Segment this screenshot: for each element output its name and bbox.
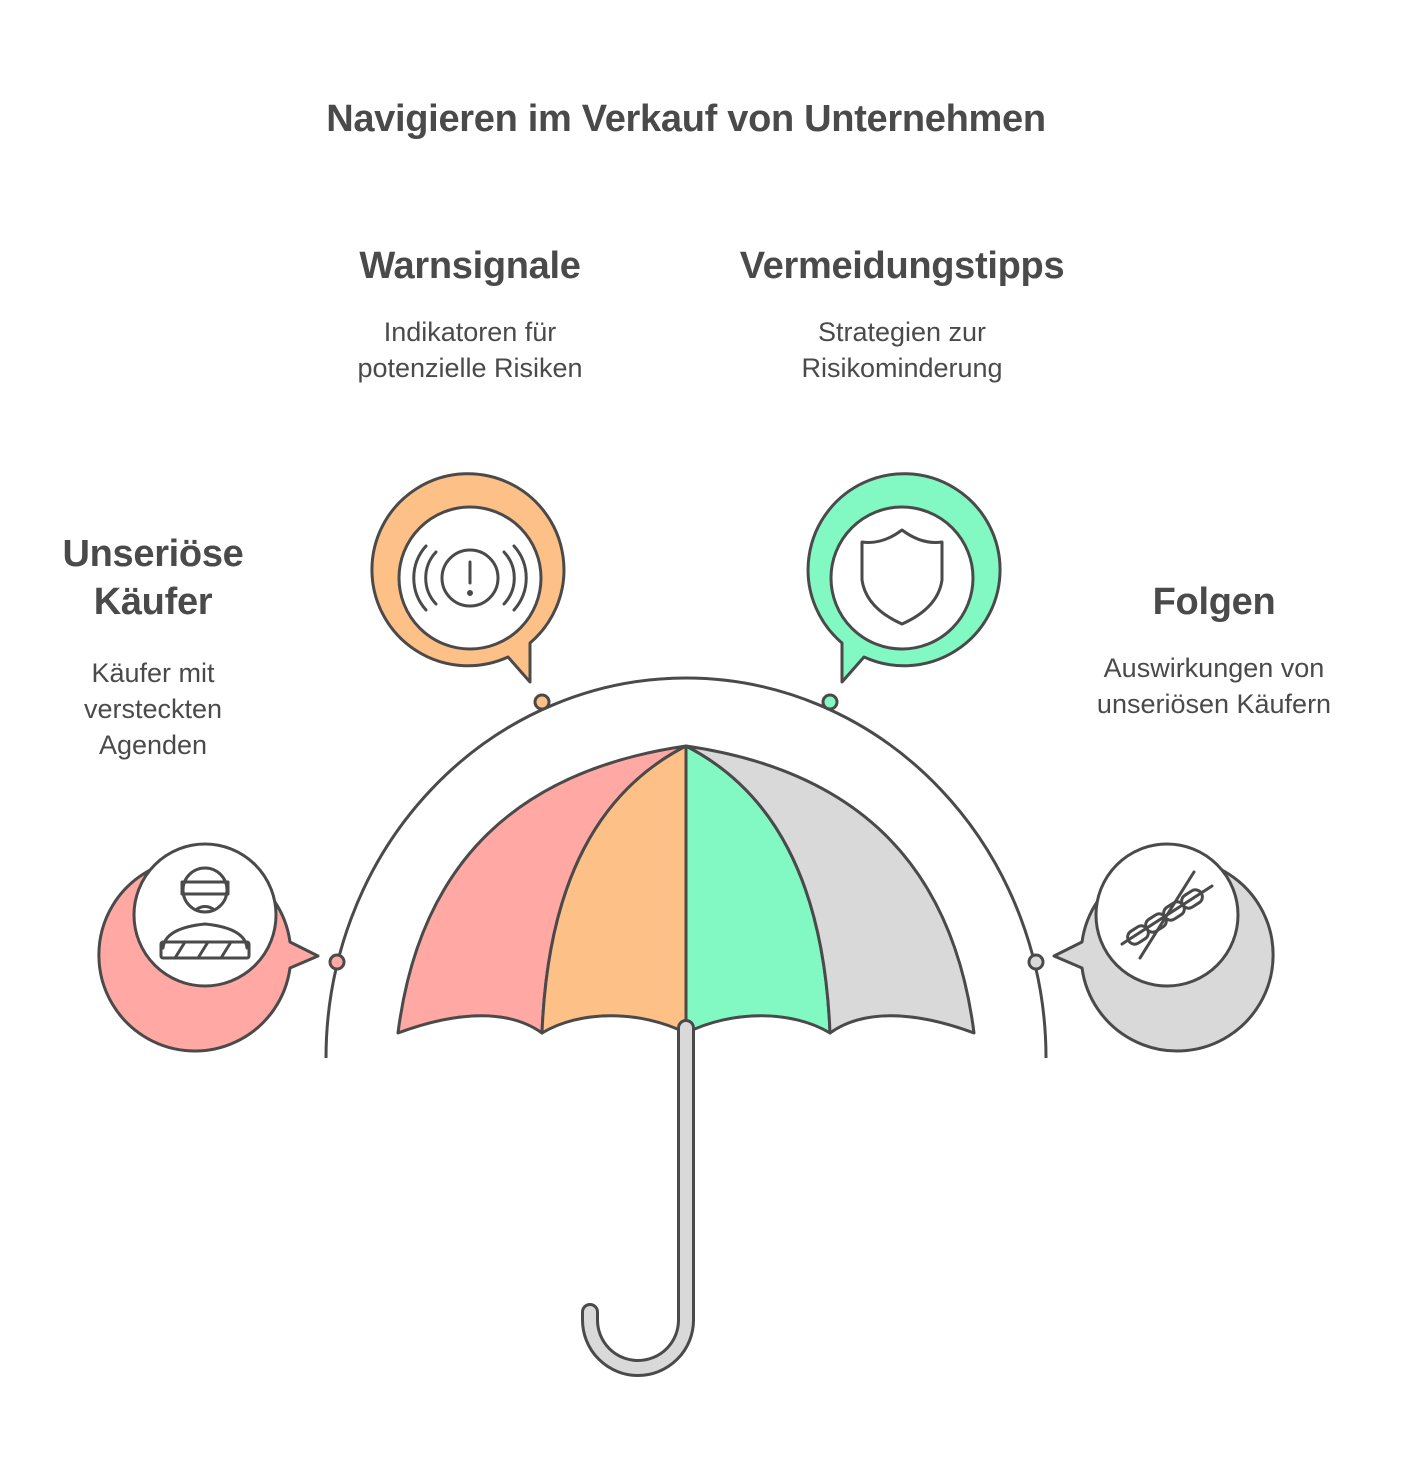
page-title: Navigieren im Verkauf von Unternehmen [326,98,1046,140]
title-unserioese-kaeufer: Unseriöse Käufer [33,530,273,626]
desc-vermeidungstipps: Strategien zur Risikominderung [732,314,1072,386]
desc-unserioese-line3: Agenden [98,730,208,760]
title-folgen: Folgen [1152,581,1276,623]
canopy-segment-warnsignale [540,744,688,1035]
canopy-segment-folgen [684,744,976,1035]
desc-warnsignale-line1: Indikatoren für [383,317,557,347]
bubble-warnsignale [370,472,566,684]
desc-folgen: Auswirkungen von unseriösen Käufern [1064,650,1364,722]
outer-arc [324,676,1048,1059]
bubble-vermeidungstipps [806,472,1002,684]
bubble-unserioese-kaeufer [97,842,320,1053]
umbrella-canopy [396,744,976,1035]
title-vermeidungstipps: Vermeidungstipps [739,245,1065,287]
desc-warnsignale-line2: potenzielle Risiken [357,353,583,383]
desc-unserioese-kaeufer: Käufer mit versteckten Agenden [33,655,273,763]
desc-folgen-line2: unseriösen Käufern [1096,689,1332,719]
masked-thief-icon [159,866,251,960]
desc-vermeidung-line1: Strategien zur [817,317,987,347]
connector-dot-warnsignale [533,693,551,711]
connector-dot-unserioese [328,953,346,971]
connector-dot-folgen [1027,953,1045,971]
chain-link-icon [1120,870,1214,960]
desc-warnsignale: Indikatoren für potenzielle Risiken [300,314,640,386]
bubble-folgen [1052,842,1275,1053]
shield-icon [860,528,944,626]
desc-folgen-line1: Auswirkungen von [1103,653,1325,683]
title-warnsignale: Warnsignale [359,245,581,287]
connector-dot-vermeidung [821,693,839,711]
title-unserioese-line1: Unseriöse [62,533,244,575]
desc-vermeidung-line2: Risikominderung [801,353,1003,383]
warning-alert-icon [412,544,528,612]
umbrella-handle [581,1019,695,1377]
desc-unserioese-line1: Käufer mit [91,658,215,688]
title-unserioese-line2: Käufer [93,581,213,623]
desc-unserioese-line2: versteckten [83,694,223,724]
